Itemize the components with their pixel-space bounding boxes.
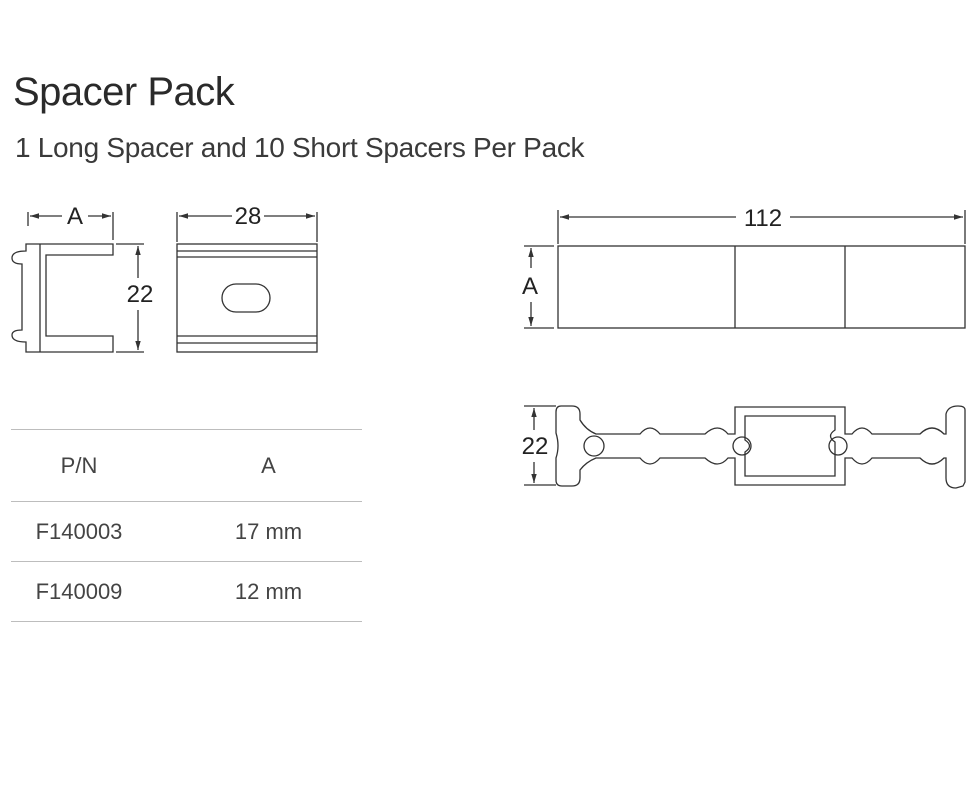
- short-spacer-front-view: [176, 212, 318, 353]
- slot-hole: [221, 283, 271, 313]
- profile-inner-cavity: [744, 415, 836, 477]
- table-header-row: P/N A: [11, 429, 362, 502]
- page-subtitle: 1 Long Spacer and 10 Short Spacers Per P…: [15, 132, 585, 163]
- dim-label-112: 112: [744, 205, 782, 232]
- screw-channel-left: [583, 435, 605, 457]
- dim-label-22: 22: [522, 433, 549, 460]
- screw-channel-center-right: [828, 436, 848, 456]
- table-row: F140009 12 mm: [11, 561, 362, 622]
- dim-label-a: A: [67, 203, 83, 230]
- dim-label-22: 22: [127, 281, 154, 308]
- column-header-a: A: [147, 429, 362, 502]
- dim-label-a: A: [522, 273, 538, 300]
- column-header-pn: P/N: [11, 429, 147, 502]
- profile-outline: [555, 405, 966, 489]
- table-row: F140003 17 mm: [11, 501, 362, 562]
- long-spacer-top-view: [524, 210, 966, 329]
- dimension-a-cell: 17 mm: [147, 501, 362, 562]
- page-title: Spacer Pack: [13, 70, 235, 114]
- part-number-cell: F140003: [11, 501, 147, 562]
- part-number-cell: F140009: [11, 561, 147, 622]
- c-channel-profile: [11, 243, 114, 353]
- long-spacer-body: [557, 245, 966, 329]
- dim-label-28: 28: [235, 203, 262, 230]
- spec-table: P/N A F140003 17 mm F140009 12 mm: [11, 429, 362, 622]
- long-spacer-profile-view: [524, 405, 966, 489]
- front-plate: [176, 243, 318, 353]
- short-spacer-side-view: [11, 212, 144, 353]
- dimension-a-cell: 12 mm: [147, 561, 362, 622]
- screw-channel-center-left: [732, 436, 752, 456]
